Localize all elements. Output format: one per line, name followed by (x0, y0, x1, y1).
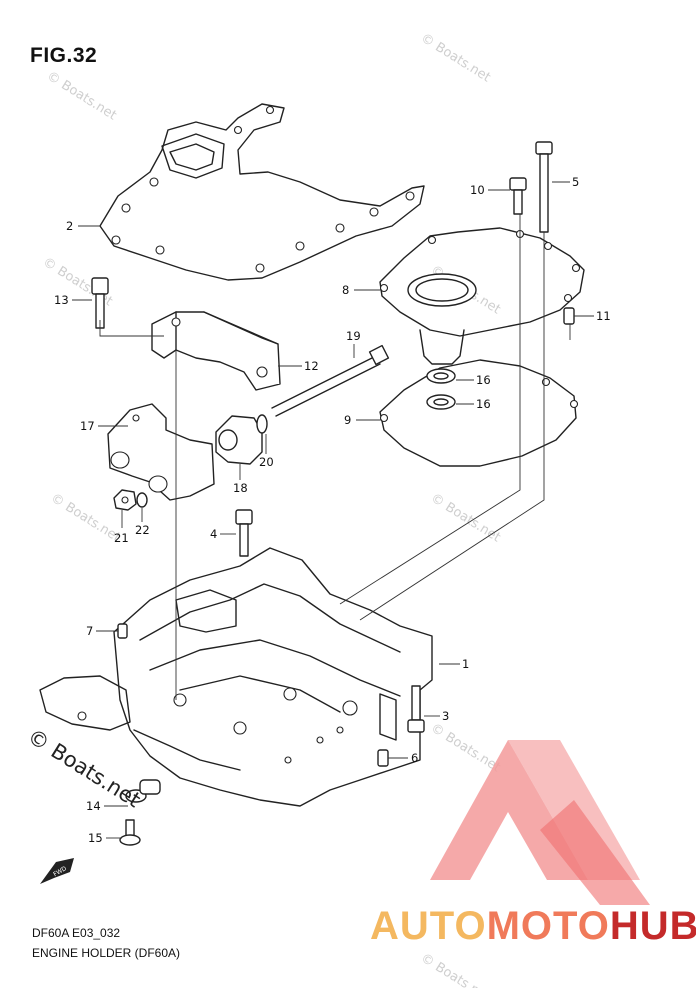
part-8-cover-plate (379, 227, 585, 365)
watermark: © Boats.net (44, 69, 119, 124)
callout-15: 15 (88, 831, 103, 845)
part-21-nut (113, 489, 137, 511)
assembly-guide-lines (99, 214, 571, 700)
part-17-mount (107, 403, 215, 501)
callout-9: 9 (344, 413, 351, 427)
watermark-group: © Boats.net © Boats.net © Boats.net © Bo… (40, 31, 503, 992)
watermark: © Boats.net (418, 31, 493, 86)
callout-13: 13 (54, 293, 69, 307)
figure-name: ENGINE HOLDER (DF60A) (32, 946, 181, 960)
callout-11: 11 (596, 309, 611, 323)
watermark: © Boats.net (418, 951, 493, 988)
callout-5: 5 (572, 175, 579, 189)
watermark: © Boats.net (428, 721, 503, 776)
callout-2: 2 (66, 219, 73, 233)
callout-20: 20 (259, 455, 274, 469)
brand-part-hub: HUB (609, 904, 696, 948)
callout-21: 21 (114, 531, 129, 545)
callouts: 1 2 3 4 5 6 7 8 9 10 11 12 13 14 15 16 1 (54, 175, 611, 845)
brand-wordmark: AUTOMOTOHUB (370, 904, 696, 949)
part-1-engine-holder (39, 547, 433, 807)
part-6-pin (377, 749, 389, 767)
brand-part-moto: MOTO (486, 904, 610, 948)
callout-16a: 16 (476, 373, 491, 387)
callout-3: 3 (442, 709, 449, 723)
part-19-long-bolt (271, 344, 390, 417)
callout-4: 4 (210, 527, 217, 541)
callout-16b: 16 (476, 397, 491, 411)
part-7-pin (117, 623, 128, 639)
part-20-washer (256, 414, 268, 434)
brand-part-auto: AUTO (370, 904, 487, 948)
part-15-bolt (119, 819, 141, 846)
part-18-rubber-mount (215, 415, 263, 465)
watermark: © Boats.net (428, 491, 503, 546)
callout-7: 7 (86, 624, 93, 638)
callout-14: 14 (86, 799, 101, 813)
part-10-bolt (509, 177, 527, 215)
part-11-pin (563, 307, 575, 325)
figure-title: FIG.32 (30, 44, 98, 67)
callout-8: 8 (342, 283, 349, 297)
callout-6: 6 (411, 751, 418, 765)
callout-1: 1 (462, 657, 469, 671)
part-3-bolt (407, 685, 425, 733)
part-16-seals (426, 368, 456, 410)
figure-code: DF60A E03_032 (32, 926, 121, 940)
callout-17: 17 (80, 419, 95, 433)
part-14-stud (125, 779, 161, 803)
part-12-bracket (151, 311, 281, 391)
callout-19: 19 (346, 329, 361, 343)
brand-triangle-logo (430, 740, 650, 905)
callout-22: 22 (135, 523, 150, 537)
part-4-bolt (235, 509, 253, 557)
fwd-arrow-icon: FWD (40, 858, 74, 884)
part-2-upper-gasket (99, 103, 425, 281)
watermark: © Boats.net (48, 491, 123, 546)
part-5-long-bolt (535, 141, 553, 233)
callout-18: 18 (233, 481, 248, 495)
part-22-washer (136, 492, 148, 508)
callout-10: 10 (470, 183, 485, 197)
callout-12: 12 (304, 359, 319, 373)
